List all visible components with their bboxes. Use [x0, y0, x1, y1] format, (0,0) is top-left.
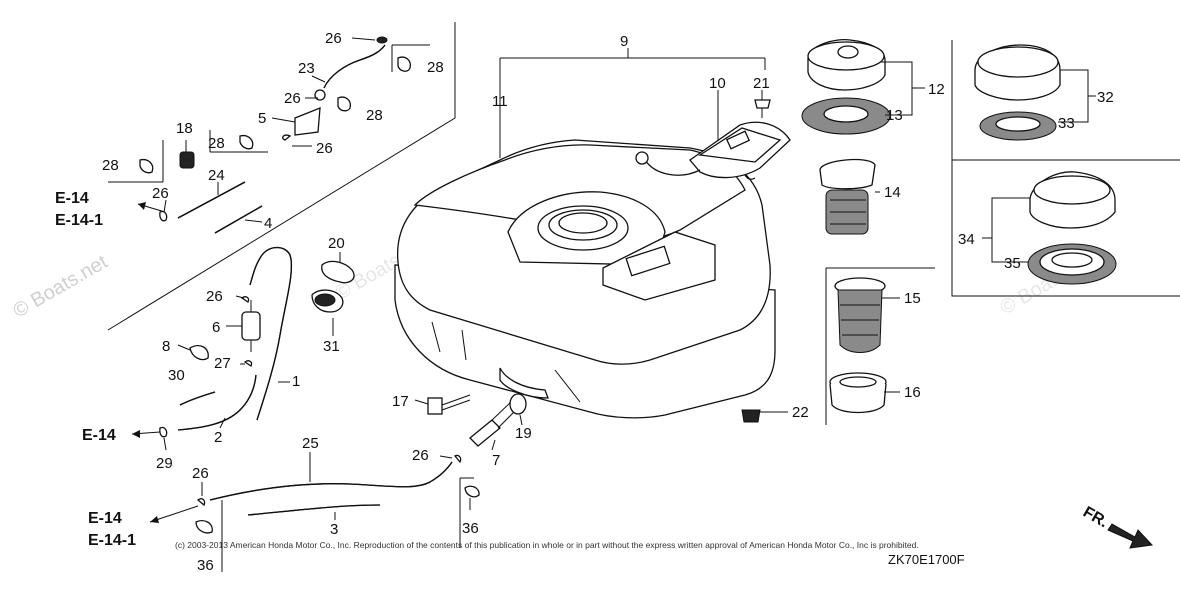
screw-21: [754, 99, 771, 118]
fuel-gauge: [635, 121, 791, 180]
callout-17: 17: [392, 393, 409, 410]
diagram-code: ZK70E1700F: [888, 552, 965, 567]
callout-12: 12: [928, 81, 945, 98]
callout-28-left: 28: [102, 157, 119, 174]
callout-34: 34: [958, 231, 975, 248]
hose-assembly-upper: [139, 36, 411, 234]
watermark-left: © Boats.net: [10, 251, 112, 323]
callout-5: 5: [258, 110, 266, 127]
callout-26-connector: 26: [284, 90, 301, 107]
gasket-35: [1027, 243, 1117, 285]
strainer-14: [819, 158, 876, 235]
callout-3: 3: [330, 521, 338, 538]
callout-35: 35: [1004, 255, 1021, 272]
callout-25: 25: [302, 435, 319, 452]
callout-32: 32: [1097, 89, 1114, 106]
washer-19: [509, 393, 527, 415]
callout-22: 22: [792, 404, 809, 421]
callout-21: 21: [753, 75, 770, 92]
callout-31: 31: [323, 338, 340, 355]
ref-e14-middle: E-14: [82, 427, 116, 444]
callout-2: 2: [214, 429, 222, 446]
ref-e14-upper: E-14: [55, 190, 89, 207]
clip-31: [311, 289, 344, 313]
callout-20: 20: [328, 235, 345, 252]
callout-26-filter: 26: [206, 288, 223, 305]
callout-26-upper: 26: [316, 140, 333, 157]
callout-28-upper: 28: [366, 107, 383, 124]
callout-9: 9: [620, 33, 628, 50]
callout-24: 24: [208, 167, 225, 184]
callout-28-top: 28: [427, 59, 444, 76]
callout-30: 30: [168, 367, 185, 384]
callout-13: 13: [886, 107, 903, 124]
gasket-33: [979, 111, 1057, 141]
copyright-notice: (c) 2003-2013 American Honda Motor Co., …: [175, 540, 919, 550]
callout-8: 8: [162, 338, 170, 355]
ref-e141-lower: E-14-1: [88, 532, 136, 549]
callout-36-bottom: 36: [197, 557, 214, 574]
callout-26-valve: 26: [412, 447, 429, 464]
callout-36-lower: 36: [462, 520, 479, 537]
callout-23: 23: [298, 60, 315, 77]
strainer-15: [834, 277, 886, 353]
callout-29: 29: [156, 455, 173, 472]
hose-assembly-lower: [195, 454, 480, 534]
fuel-tank: [394, 139, 776, 419]
callout-18: 18: [176, 120, 193, 137]
callout-33: 33: [1058, 115, 1075, 132]
hose-assembly-middle: [159, 246, 293, 438]
callout-14: 14: [884, 184, 901, 201]
callout-4: 4: [264, 215, 272, 232]
callouts: 9 10 11 21 12 13 14 15 16 32 33 34 35 22…: [102, 30, 1114, 574]
callout-11: 11: [492, 93, 508, 110]
gasket-13: [801, 97, 891, 135]
callout-6: 6: [212, 319, 220, 336]
callout-26-left: 26: [152, 185, 169, 202]
fuel-cap-12: [807, 39, 886, 91]
collar-16: [829, 372, 887, 414]
callout-16: 16: [904, 384, 921, 401]
bolt-17: [427, 394, 471, 415]
callout-26-top: 26: [325, 30, 342, 47]
ref-e141-upper: E-14-1: [55, 212, 103, 229]
fuel-cap-32: [974, 44, 1061, 101]
ref-arrows: [131, 202, 199, 523]
frame-lines: [107, 22, 1180, 572]
callout-28-mid: 28: [208, 135, 225, 152]
fuel-cap-34: [1029, 171, 1116, 229]
callout-27: 27: [214, 355, 231, 372]
front-label: FR.: [1080, 504, 1111, 532]
callout-26-bottom: 26: [192, 465, 209, 482]
callout-19: 19: [515, 425, 532, 442]
callout-7: 7: [492, 452, 500, 469]
front-direction-arrow: FR.: [1080, 504, 1154, 549]
callout-10: 10: [709, 75, 726, 92]
plug-22: [741, 409, 761, 423]
ref-e14-lower: E-14: [88, 510, 122, 527]
ref-labels: E-14 E-14-1 E-14 E-14 E-14-1: [55, 190, 136, 549]
leader-lines: [163, 37, 1096, 520]
callout-1: 1: [292, 373, 300, 390]
callout-15: 15: [904, 290, 921, 307]
clip-20: [321, 260, 355, 284]
